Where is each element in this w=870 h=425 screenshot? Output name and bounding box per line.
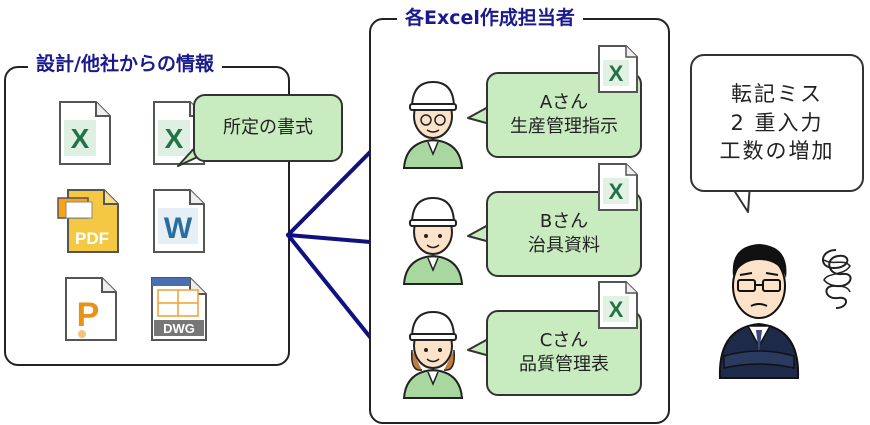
svg-text:DWG: DWG [163,321,195,336]
pdf-file-icon: PDF [57,189,119,253]
person-c-name: Cさん [539,329,589,351]
svg-text:X: X [609,297,624,322]
svg-text:P: P [77,296,100,334]
svg-text:W: W [164,212,193,245]
problem-line-1: 転記ミス [731,82,823,107]
worried-businessman-illustration [718,244,800,379]
problem-bubble: 転記ミス 2 重入力 工数の増加 [690,54,864,192]
powerpoint-file-icon: P [65,277,117,341]
excel-file-icon: X [59,101,111,165]
person-a-role: 生産管理指示 [510,116,618,137]
svg-text:X: X [165,123,184,154]
tangled-thoughts-icon [822,249,852,309]
format-bubble: 所定の書式 [193,94,343,162]
arrow-to-a [286,138,384,237]
person-a-name: Aさん [539,91,589,113]
excel-badge-icon: X [598,163,638,211]
format-bubble-text: 所定の書式 [223,116,313,138]
worker-avatar [402,80,464,169]
source-info-title: 設計/他社からの情報 [28,52,222,76]
dwg-file-icon: DWG [151,277,207,341]
excel-owners-title: 各Excel作成担当者 [397,6,583,30]
person-b-role: 治具資料 [528,235,600,256]
person-c-role: 品質管理表 [519,354,609,375]
arrow-to-c [286,233,384,354]
svg-text:X: X [609,61,624,86]
svg-text:X: X [71,123,90,154]
problem-line-3: 工数の増加 [719,139,835,164]
problem-line-2: 2 重入力 [730,110,824,135]
arrow-to-b [286,233,384,245]
word-file-icon: W [153,189,205,253]
person-b-name: Bさん [539,210,589,232]
excel-badge-icon: X [598,281,638,329]
excel-badge-icon: X [598,45,638,93]
worker-avatar [402,310,464,399]
svg-text:X: X [609,179,624,204]
svg-text:PDF: PDF [75,229,109,248]
worker-avatar [402,196,464,285]
